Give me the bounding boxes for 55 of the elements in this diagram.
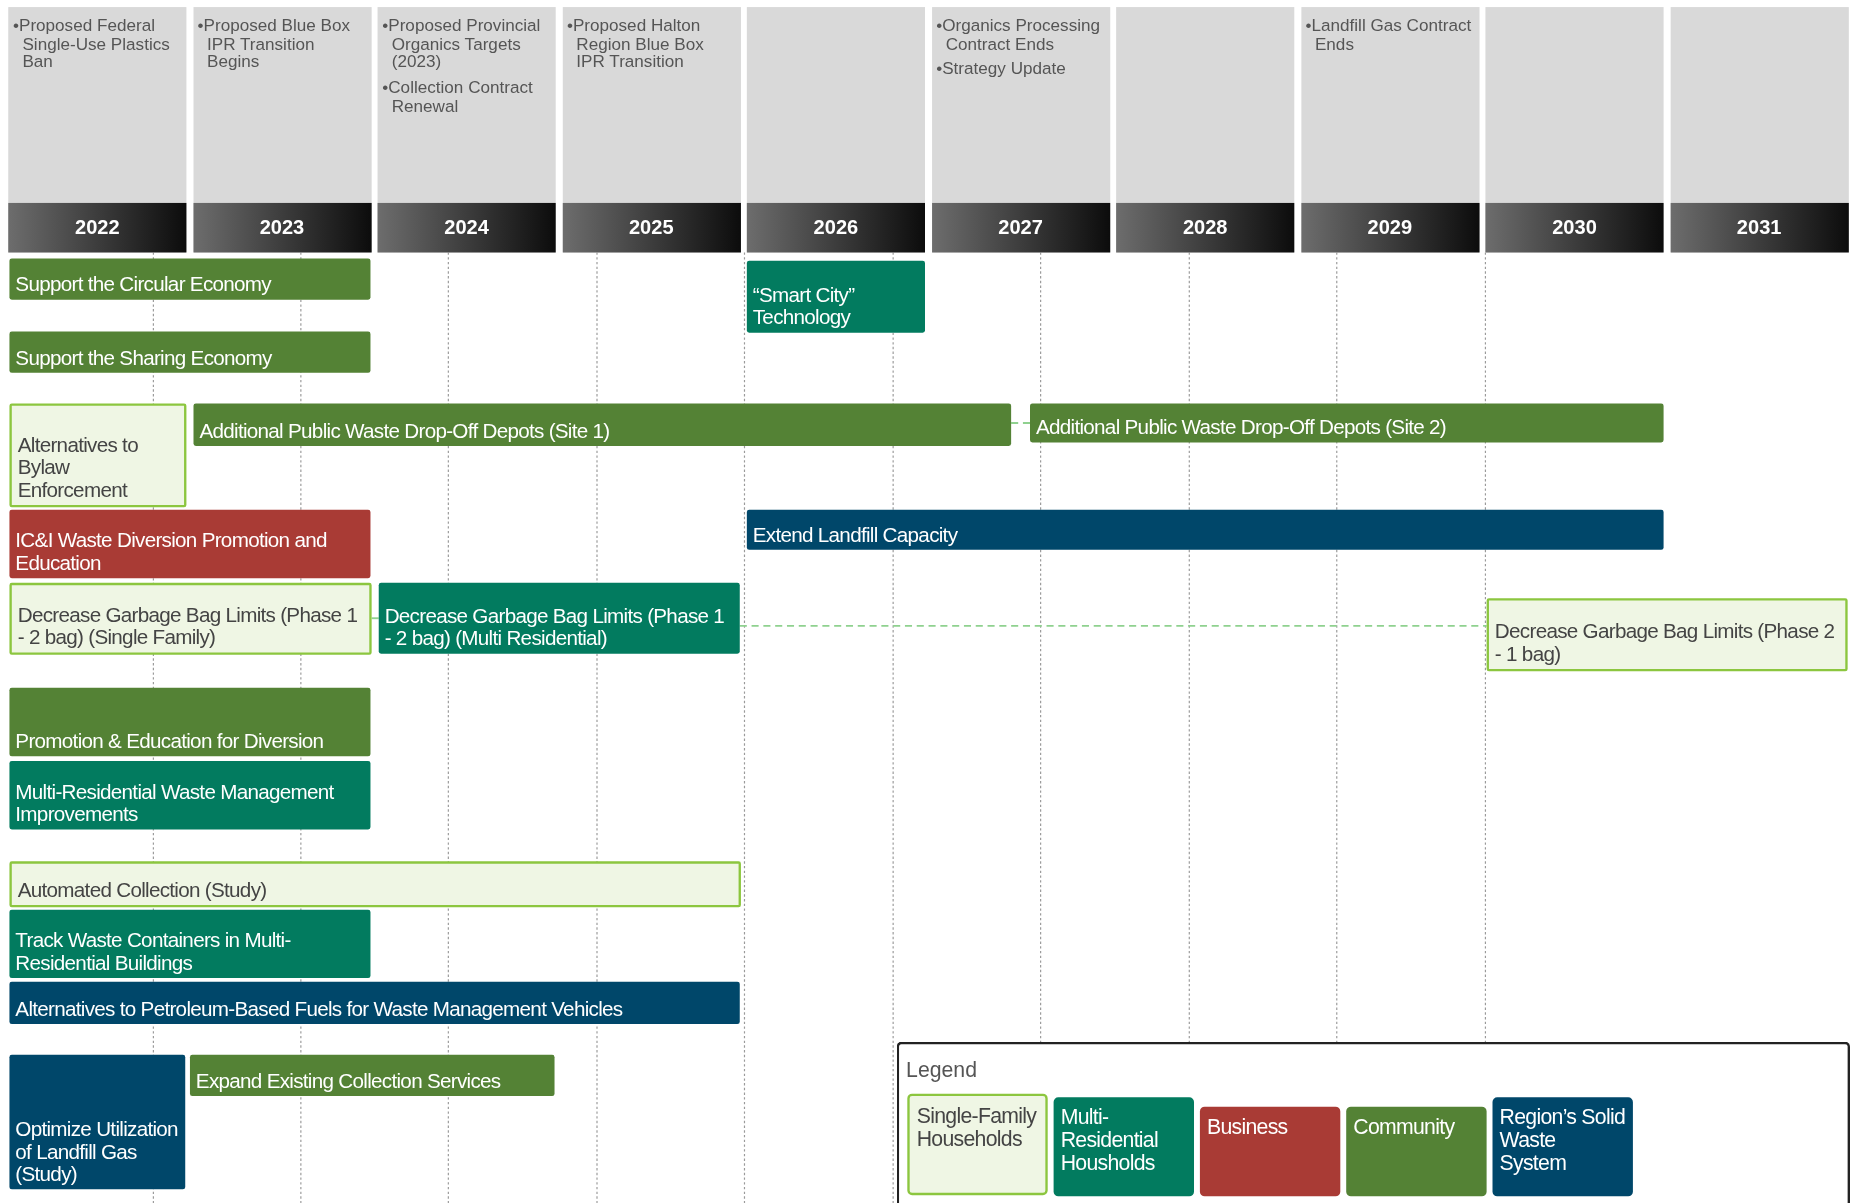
milestone-column	[192, 7, 372, 253]
year-label: 2025	[562, 202, 741, 253]
year-label: 2024	[377, 202, 556, 253]
task-bar: Alternatives to Petroleum-Based Fuels for Waste Management Vehicles	[9, 981, 740, 1025]
milestone-text: •Landfill Gas Contract Ends	[1304, 16, 1473, 54]
year-label: 2028	[1116, 202, 1295, 253]
milestone-text: •Proposed Halton Region Blue Box IPR Transition	[565, 16, 705, 72]
year-label: 2026	[746, 202, 925, 253]
milestone-column	[1300, 7, 1479, 253]
year-label: 2029	[1300, 202, 1479, 253]
connector-line	[370, 617, 380, 620]
legend-swatch: Region’s Solid Waste System	[1492, 1097, 1633, 1197]
year-label: 2023	[192, 202, 372, 253]
milestone-column	[746, 7, 925, 253]
task-bar: Decrease Garbage Bag Limits (Phase 2 - 1 bag)	[1486, 598, 1848, 672]
year-label: 2027	[931, 202, 1110, 253]
legend-swatch: Single-Family Households	[907, 1093, 1048, 1196]
legend-swatch: Business	[1199, 1106, 1341, 1197]
task-bar: Extend Landfill Capacity	[746, 509, 1664, 550]
year-label: 2030	[1485, 202, 1664, 253]
task-bar: Optimize Utilization of Landfill Gas (Study)	[9, 1054, 186, 1190]
milestone-text: •Proposed Provincial Organics Targets (2023)	[381, 16, 542, 72]
connector-line	[1010, 422, 1031, 424]
milestone-text: •Proposed Blue Box IPR Transition Begins	[196, 16, 352, 72]
task-bar: IC&I Waste Diversion Promotion and Education	[9, 509, 371, 579]
task-bar: Decrease Garbage Bag Limits (Phase 1 - 2 bag) (Multi Residential)	[378, 582, 740, 654]
milestone-text: •Collection Contract Renewal	[381, 79, 534, 116]
task-bar: Additional Public Waste Drop-Off Depots (Site 1)	[193, 403, 1012, 446]
connector-line	[738, 624, 1488, 627]
task-bar: Alternatives to Bylaw Enforcement	[9, 403, 187, 508]
task-bar: Support the Circular Economy	[9, 258, 371, 300]
legend-swatch: Multi-Residential Housholds	[1053, 1097, 1194, 1197]
task-bar: “Smart City” Technology	[746, 260, 925, 333]
year-label: 2031	[1670, 202, 1849, 253]
milestone-column	[1485, 7, 1664, 253]
legend-title: Legend	[906, 1058, 977, 1084]
task-bar: Support the Sharing Economy	[9, 331, 371, 373]
task-bar: Expand Existing Collection Services	[189, 1054, 555, 1097]
milestone-column	[8, 7, 187, 253]
milestone-text: •Strategy Update	[935, 60, 1067, 79]
milestone-column	[1670, 7, 1849, 253]
milestone-column	[562, 7, 741, 253]
task-bar: Track Waste Containers in Multi-Residential Buildings	[9, 909, 371, 979]
task-bar: Promotion & Education for Diversion	[9, 687, 371, 757]
milestone-column	[377, 7, 556, 253]
task-bar: Additional Public Waste Drop-Off Depots (Site 2)	[1030, 403, 1664, 443]
milestone-column	[931, 7, 1110, 253]
task-bar: Automated Collection (Study)	[9, 861, 741, 908]
year-label: 2022	[8, 202, 187, 253]
milestone-text: •Organics Processing Contract Ends	[935, 16, 1102, 54]
task-bar: Decrease Garbage Bag Limits (Phase 1 - 2 bag) (Single Family)	[9, 582, 372, 655]
milestone-text: •Proposed Federal Single-Use Plastics Ban	[12, 16, 171, 72]
task-bar: Multi-Residential Waste Management Improvements	[9, 761, 371, 830]
milestone-column	[1116, 7, 1295, 253]
legend-swatch: Community	[1346, 1106, 1487, 1197]
